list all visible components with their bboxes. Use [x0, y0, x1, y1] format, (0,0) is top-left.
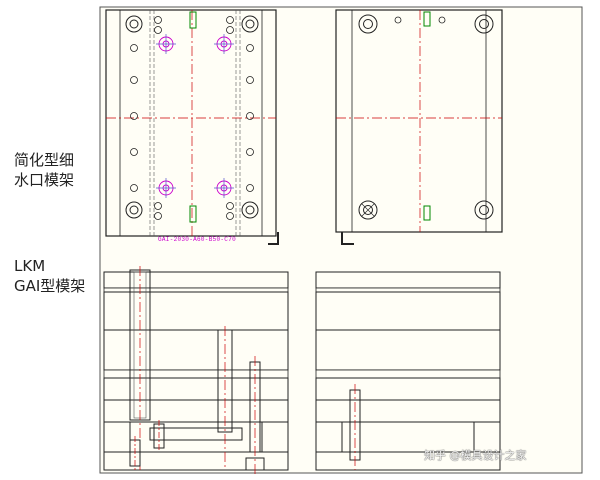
label-line: 简化型细	[14, 151, 75, 169]
section-view-right	[315, 271, 501, 471]
label-line: GAI型模架	[14, 277, 86, 295]
part-code-text: GAI-2030-A60-B50-C70	[158, 236, 237, 243]
plan-view-right	[335, 9, 503, 245]
label-simplified-pin-gate-moldbase: 简化型细 水口模架	[14, 150, 74, 190]
watermark-text: 知乎 @模具设计之家	[424, 449, 527, 462]
plan-view-left	[105, 9, 279, 245]
label-line: LKM	[14, 257, 46, 275]
label-line: 水口模架	[14, 171, 75, 189]
section-view-left	[103, 266, 289, 474]
label-lkm-gai-moldbase: LKM GAI型模架	[14, 256, 85, 296]
